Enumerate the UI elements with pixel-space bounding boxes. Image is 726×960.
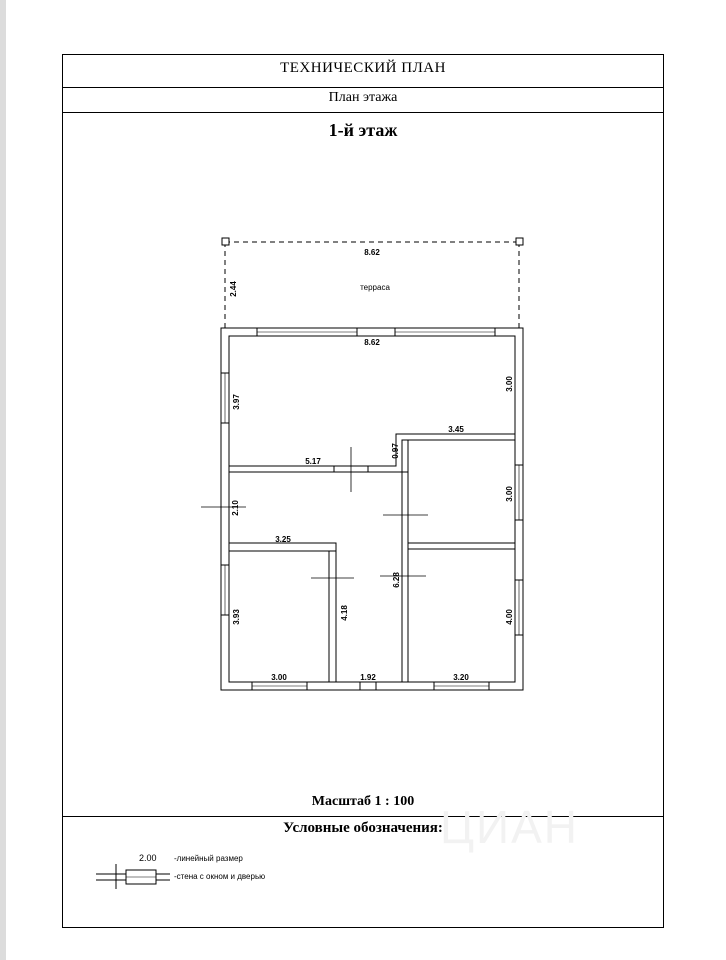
floor-title: 1-й этаж <box>328 120 398 140</box>
dim-top-room-right: 3.00 <box>505 376 514 392</box>
dim-right-low: 4.00 <box>505 609 514 625</box>
document-subtitle: План этажа <box>328 90 398 105</box>
dim-step: 0.97 <box>391 443 400 459</box>
window-glazing <box>224 331 520 687</box>
interior-wall <box>401 471 409 683</box>
scale-label: Масштаб 1 : 100 <box>311 794 415 809</box>
legend-title: Условные обозначения: <box>283 820 443 836</box>
dim-corridor-left: 4.18 <box>340 605 349 621</box>
legend-wall-text: -стена с окном и дверью <box>174 872 266 881</box>
legend-dimension-text: -линейный размер <box>174 854 243 863</box>
dim-hall-top: 5.17 <box>305 457 321 466</box>
terrace-corner-marker <box>221 237 230 246</box>
dim-right-top-width: 3.45 <box>448 425 464 434</box>
terrace-outline <box>224 241 520 328</box>
outer-wall-outer <box>220 327 524 691</box>
dim-top-room-width: 8.62 <box>364 338 380 347</box>
header-divider <box>62 112 664 113</box>
dim-right-mid: 3.00 <box>505 486 514 502</box>
dim-terrace-depth: 2.44 <box>229 281 238 297</box>
interior-wall <box>228 542 337 552</box>
sheet-frame <box>62 54 664 928</box>
dim-terrace-width: 8.62 <box>364 248 380 257</box>
dim-corridor-height: 6.28 <box>392 572 401 588</box>
legend-dimension-sample: 2.00 <box>139 853 157 863</box>
dim-top-room-left: 3.97 <box>232 394 241 410</box>
document-title: ТЕХНИЧЕСКИЙ ПЛАН <box>280 60 446 76</box>
dim-left-room-top: 3.25 <box>275 535 291 544</box>
outer-wall-inner <box>228 335 516 683</box>
dim-left-room-left: 3.93 <box>232 609 241 625</box>
header-divider <box>62 87 664 88</box>
room-right-bottom <box>407 548 516 683</box>
door-markers <box>201 447 428 579</box>
page-edge <box>0 0 6 960</box>
dim-left-room-bottom: 3.00 <box>271 673 287 682</box>
watermark: ЦИАН <box>440 801 579 853</box>
dim-right-room-bottom: 3.20 <box>453 673 469 682</box>
terrace-label: терраса <box>360 283 390 292</box>
windows <box>220 327 524 691</box>
room-right-top <box>407 439 516 544</box>
legend-divider <box>62 816 664 817</box>
interior-wall <box>407 542 516 550</box>
terrace-corner-marker <box>515 237 524 246</box>
dim-hall-left: 2.10 <box>231 500 240 516</box>
interior-wall <box>328 550 337 683</box>
dim-corridor-bottom: 1.92 <box>360 673 376 682</box>
